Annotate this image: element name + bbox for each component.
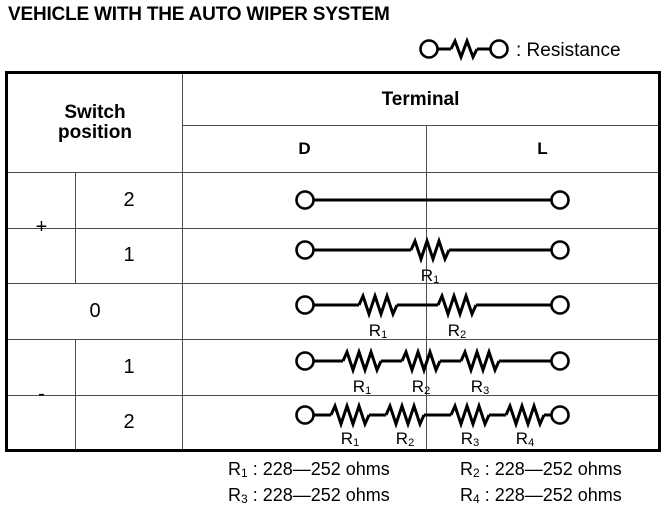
grid-line-v: [426, 126, 427, 449]
footnote-r2-sub: 2: [473, 466, 480, 480]
footnote-r4: R4 : 228—252 ohms: [460, 485, 622, 507]
circuit-row-plus-2: [183, 172, 658, 228]
header-switch-position-line1: Switch: [64, 102, 126, 124]
grid-line-v: [75, 339, 76, 449]
resistor-label-r1: R1: [420, 266, 440, 286]
header-switch-position: Switch position: [8, 74, 182, 172]
resistor-label-r2: R2: [411, 377, 431, 397]
legend: : Resistance: [418, 36, 621, 66]
switch-position-minus-2: 2: [123, 410, 135, 433]
legend-label: : Resistance: [516, 40, 621, 61]
resistor-label-r3: R3: [470, 377, 490, 397]
footnote-r3-sub: 3: [241, 492, 248, 507]
header-column-l: L: [537, 139, 548, 158]
grid-line-h: [183, 125, 658, 126]
footnote-row: R1 : 228—252 ohms R2 : 228—252 ohms: [228, 456, 666, 482]
footnote-r2-value: : 228—252 ohms: [479, 459, 622, 479]
switch-position-plus-1: 1: [123, 244, 135, 266]
circuit-row-minus-2: R1 R2 R3 R4: [183, 395, 658, 449]
resistor-label-r1: R1: [340, 429, 360, 449]
grid-line-h: [8, 395, 658, 396]
resistor-label-r2: R2: [395, 429, 415, 449]
grid-line-h: [8, 172, 658, 173]
resistance-value-notes: R1 : 228—252 ohms R2 : 228—252 ohms R3 :…: [228, 456, 666, 508]
footnote-r1-value: : 228—252 ohms: [247, 459, 390, 479]
circuit-row-zero: R1 R2: [183, 283, 658, 341]
switch-position-plus-2: 2: [123, 188, 135, 211]
switch-terminal-table: Switch position Terminal D L + - 2 1 0 1…: [5, 71, 661, 452]
resistor-label-r4: R4: [515, 429, 535, 449]
footnote-row: R3 : 228—252 ohms R4 : 228—252 ohms: [228, 482, 666, 508]
resistor-label-r2: R2: [447, 321, 467, 341]
resistor-label-r1: R1: [368, 321, 388, 341]
footnote-r2: R2 : 228—252 ohms: [460, 459, 622, 480]
switch-sign-minus: -: [38, 382, 45, 405]
footnote-r3: R3 : 228—252 ohms: [228, 485, 390, 507]
grid-line-v: [182, 74, 183, 449]
header-switch-position-line2: position: [58, 122, 132, 143]
switch-position-minus-1: 1: [123, 355, 135, 378]
switch-position-zero: 0: [89, 299, 101, 322]
footnote-r4-sub: 4: [473, 492, 480, 507]
footnote-r4-value: : 228—252 ohms: [479, 485, 622, 506]
grid-line-h: [8, 283, 658, 284]
footnote-r1: R1 : 228—252 ohms: [228, 459, 390, 480]
resistance-symbol-icon: [418, 36, 510, 66]
grid-line-v: [75, 172, 76, 283]
circuit-row-minus-1: R1 R2 R3: [183, 339, 658, 397]
page-title: VEHICLE WITH THE AUTO WIPER SYSTEM: [8, 4, 390, 25]
footnote-r3-value: : 228—252 ohms: [247, 485, 390, 506]
footnote-r1-sub: 1: [241, 466, 248, 480]
grid-line-h: [8, 228, 658, 229]
header-terminal: Terminal: [381, 88, 460, 110]
grid-line-h: [8, 339, 658, 340]
header-column-d: D: [298, 139, 311, 158]
circuit-row-plus-1: R1: [183, 228, 658, 286]
resistor-label-r3: R3: [460, 429, 480, 449]
resistor-label-r1: R1: [352, 377, 372, 397]
switch-sign-plus: +: [35, 216, 48, 238]
